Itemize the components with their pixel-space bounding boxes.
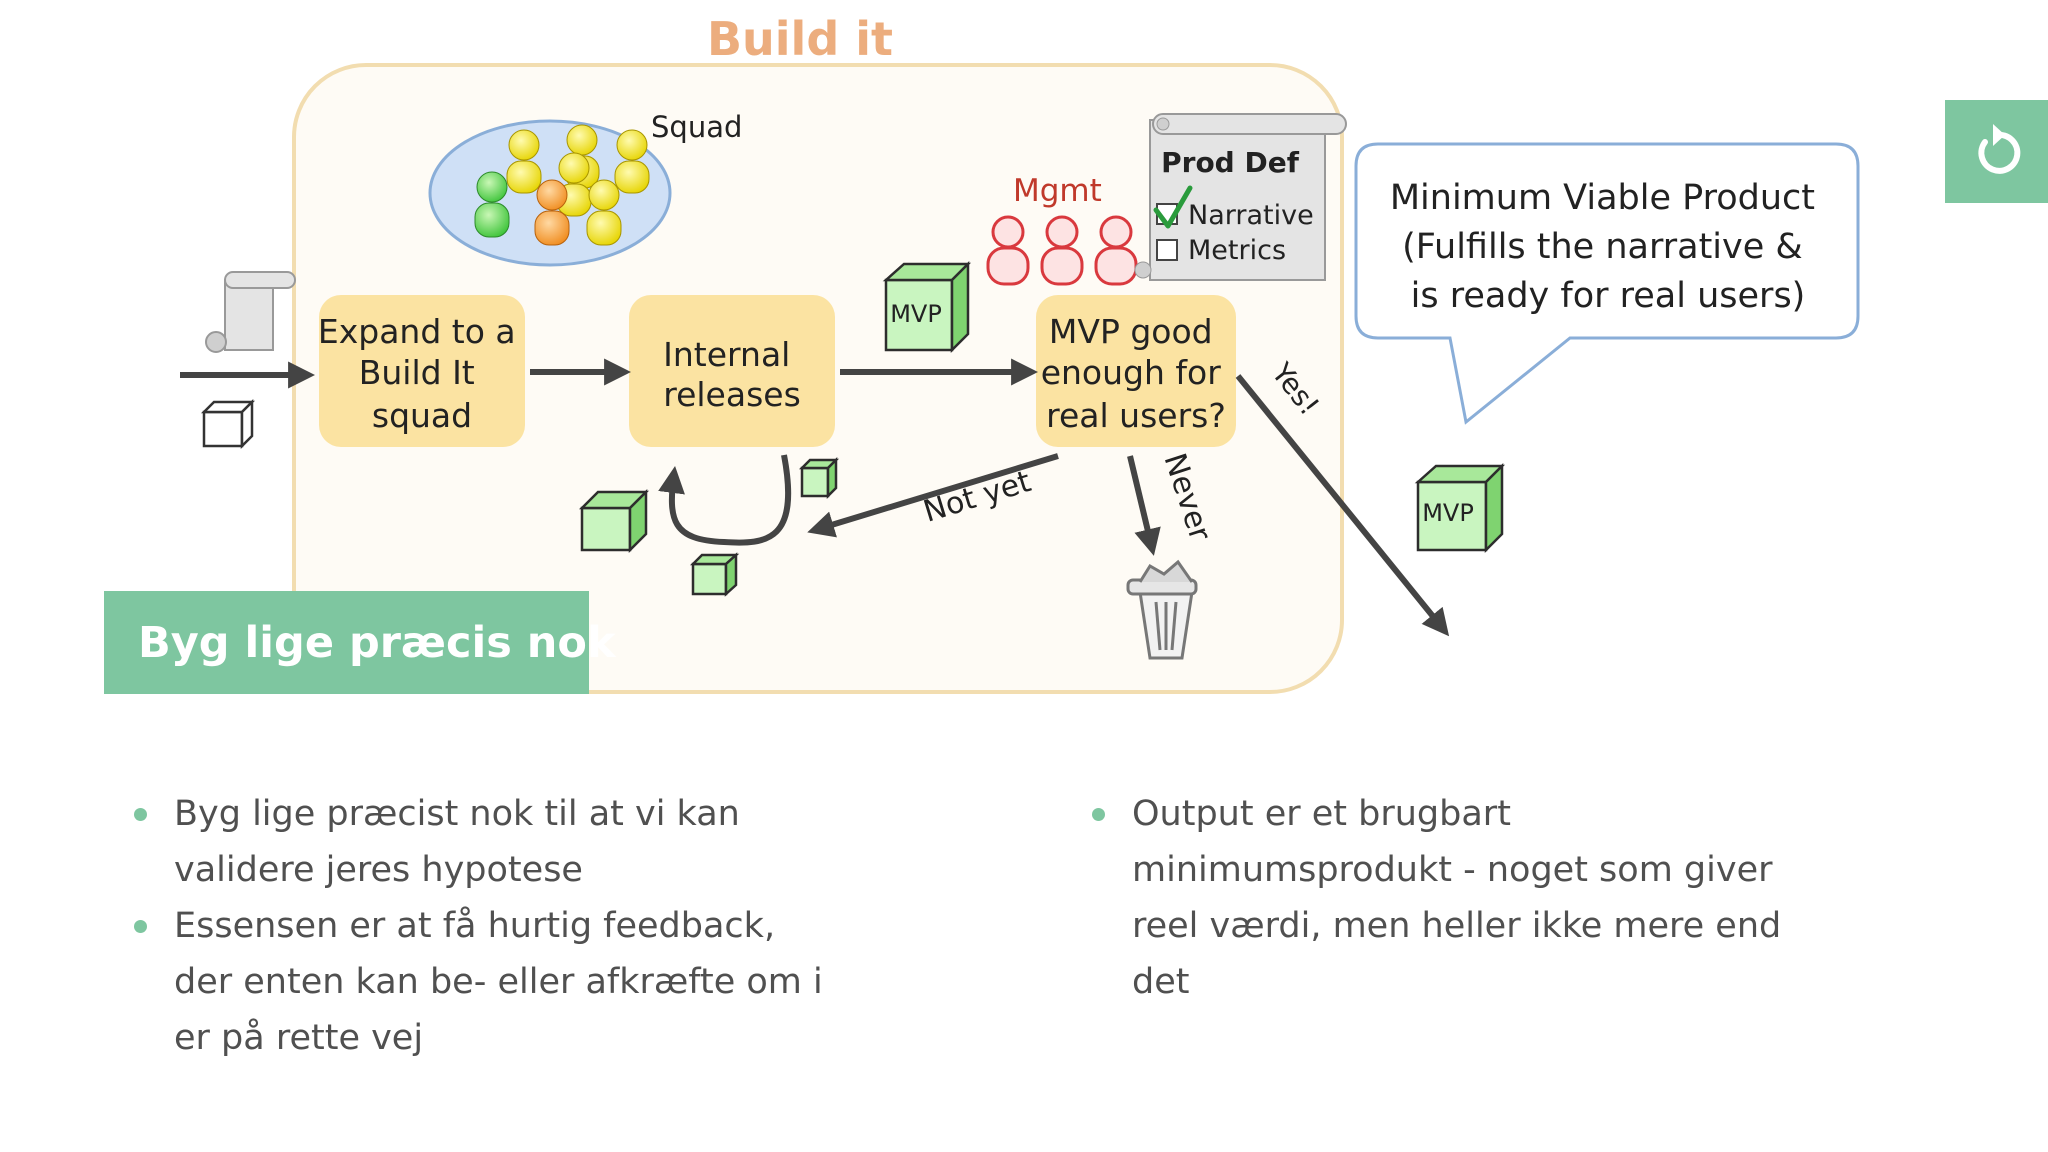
prod-def-metrics: Metrics [1188, 235, 1286, 266]
step-mvp-line3: real users? [1046, 396, 1226, 435]
iteration-cube-bottom-icon [689, 552, 740, 597]
svg-text:Internal releases: Internal releases [663, 335, 801, 414]
bullet-list-right: Output er et brugbart minimumsprodukt - … [1092, 786, 1792, 1010]
restart-icon [1977, 123, 2020, 174]
arrow-yes [1235, 374, 1450, 637]
mvp-cube-label: MVP [890, 300, 942, 328]
bullet-item: Output er et brugbart minimumsprodukt - … [1092, 786, 1792, 1010]
step-internal-line1: Internal [663, 335, 790, 374]
checkmark-icon [1153, 185, 1193, 229]
svg-text:MVP good enough for re: MVP good enough for real users? [1041, 312, 1232, 435]
diagram-title: Build it [707, 12, 893, 66]
input-cube-icon [200, 398, 256, 450]
svg-text:Minimum Viable Product (Fu: Minimum Viable Product (Fulfills the nar… [1390, 178, 1826, 316]
arrow-never [1127, 455, 1161, 556]
bullet-list-left: Byg lige præcist nok til at vi kan valid… [134, 786, 834, 1066]
step-internal-releases [629, 295, 835, 447]
trash-can-icon [1126, 559, 1198, 660]
callout-line3: is ready for real users) [1411, 276, 1806, 316]
restart-button[interactable] [1945, 100, 2048, 203]
mvp-output-cube-icon [1414, 462, 1506, 554]
bullet-item: Byg lige præcist nok til at vi kan valid… [134, 786, 834, 898]
step-mvp-decision [1036, 295, 1236, 447]
section-banner-title: Byg lige præcis nok [138, 617, 616, 668]
callout-line2: (Fulfills the narrative & [1402, 227, 1803, 267]
step-internal-line2: releases [663, 375, 801, 414]
step-expand-line3: squad [372, 396, 472, 435]
bullet-item: Essensen er at få hurtig feedback, der e… [134, 898, 834, 1066]
step-expand-line2: Build It [359, 353, 475, 392]
mvp-cube-icon [882, 260, 972, 354]
iteration-cube-top-icon [798, 456, 840, 500]
arrow-not-yet [807, 453, 1059, 538]
mgmt-label: Mgmt [1013, 173, 1102, 209]
squad-icon [428, 119, 672, 267]
mvp-output-cube-label: MVP [1422, 499, 1474, 527]
input-scroll-icon [205, 271, 296, 353]
mgmt-people-icon [986, 215, 1138, 286]
step-mvp-line2: enough for [1041, 353, 1221, 392]
step-expand-line1: Expand to a [318, 312, 516, 351]
section-banner: Byg lige præcis nok [104, 591, 616, 694]
step-expand-squad [319, 295, 525, 447]
callout-line1: Minimum Viable Product [1390, 178, 1815, 218]
iteration-loop-arrow [658, 454, 792, 546]
svg-text:Expand to a Build It s: Expand to a Build It squad [318, 312, 526, 435]
squad-label: Squad [651, 110, 742, 144]
prod-def-narrative: Narrative [1188, 200, 1314, 231]
prod-def-scroll [1134, 113, 1347, 281]
metrics-checkbox-icon [1156, 239, 1178, 261]
prod-def-title: Prod Def [1161, 146, 1300, 179]
step-mvp-line1: MVP good [1049, 312, 1213, 351]
mvp-callout-bubble [1354, 142, 1860, 425]
iteration-cube-large-icon [578, 488, 650, 554]
